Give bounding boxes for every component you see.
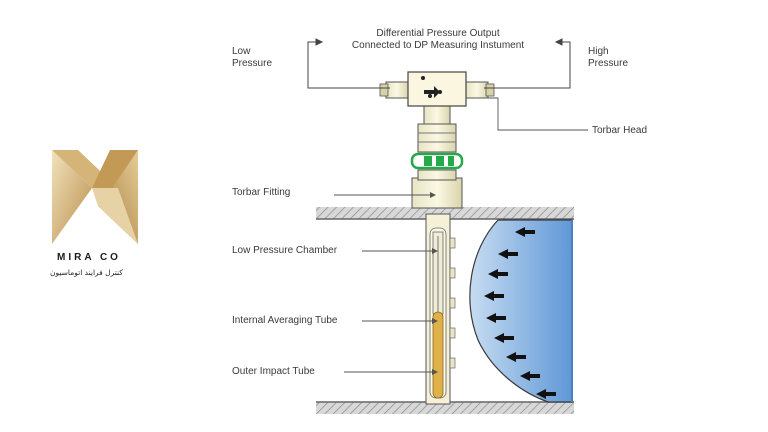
high-pressure-line1: High bbox=[588, 46, 609, 57]
low-pressure-line2: Pressure bbox=[232, 58, 273, 69]
brand-name: MIRA CO bbox=[57, 252, 121, 263]
output-title-line2: Connected to DP Measuring Instument bbox=[351, 40, 525, 51]
miraco-logo bbox=[52, 150, 138, 244]
high-pressure-line2: Pressure bbox=[588, 58, 629, 69]
probe bbox=[425, 213, 456, 405]
output-bracket bbox=[307, 38, 571, 89]
brand-tagline: کنترل فرایند اتوماسیون bbox=[50, 268, 123, 277]
internal-averaging-tube-label: Internal Averaging Tube bbox=[232, 315, 338, 326]
low-pressure-label: Low Pressure bbox=[232, 46, 272, 70]
torbar-stem bbox=[417, 105, 457, 153]
leader-arrowheads bbox=[430, 192, 438, 375]
torbar-fitting-label: Torbar Fitting bbox=[232, 187, 291, 198]
outer-impact-tube-label: Outer Impact Tube bbox=[232, 366, 315, 377]
output-title-line1: Differential Pressure Output bbox=[376, 28, 500, 39]
flow-arrows bbox=[484, 227, 556, 399]
leader-lines bbox=[334, 97, 588, 373]
torbar-fitting bbox=[411, 169, 463, 209]
output-title: Differential Pressure Output Connected t… bbox=[318, 28, 558, 52]
low-pressure-line1: Low bbox=[232, 46, 251, 57]
pipe-top-wall bbox=[316, 207, 574, 219]
flow-profile bbox=[469, 219, 573, 403]
pipe-bottom-wall bbox=[316, 402, 574, 414]
high-pressure-label: High Pressure bbox=[588, 46, 628, 70]
green-badge bbox=[410, 152, 464, 170]
torbar-head-label: Torbar Head bbox=[592, 125, 648, 136]
torbar-head bbox=[379, 71, 495, 107]
low-pressure-chamber-label: Low Pressure Chamber bbox=[232, 245, 338, 256]
